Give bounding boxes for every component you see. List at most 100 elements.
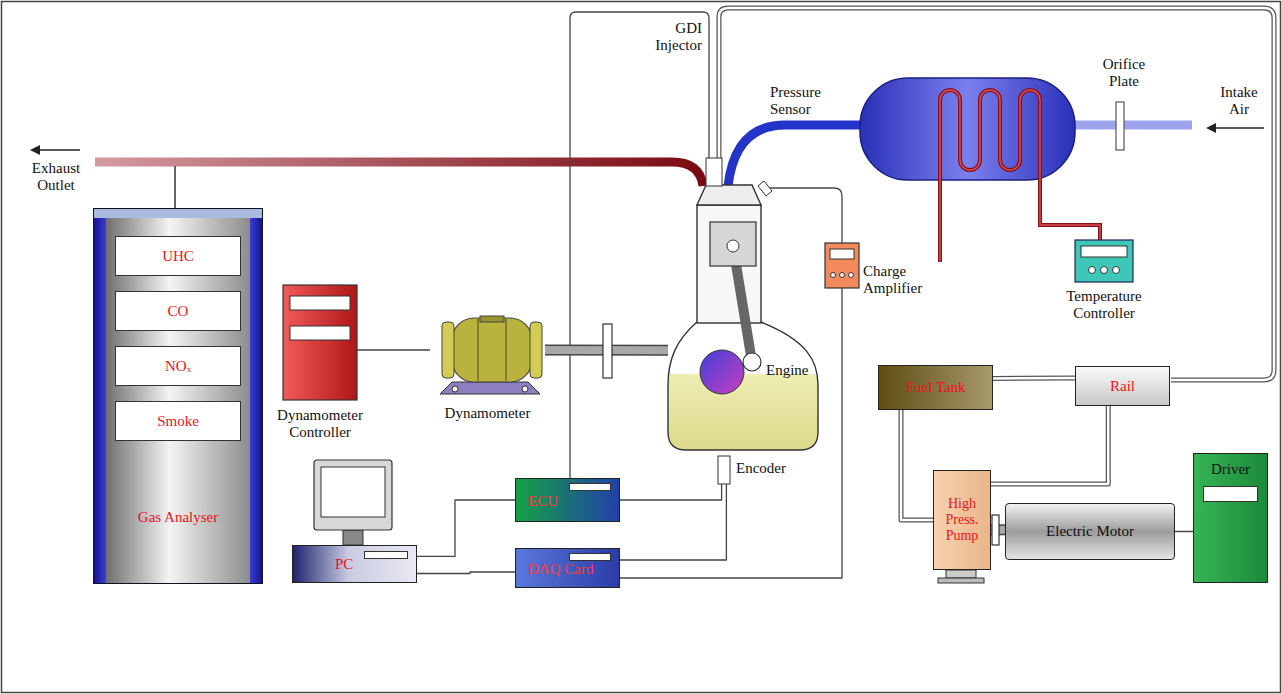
wire-stroke: [620, 484, 726, 560]
charge-amplifier-device: [825, 243, 859, 288]
pc-monitor-part: [343, 530, 363, 545]
dynamometer-device-part: [452, 318, 532, 382]
charge-amplifier-device-part: [831, 273, 836, 278]
node-label: Temperature Controller: [1055, 288, 1153, 322]
wire-stroke: [357, 349, 430, 350]
dev-box: Encoder: [718, 456, 730, 484]
engine-drawing-part: [700, 350, 744, 394]
gbox-box: Smoke: [115, 401, 241, 441]
driver-box: Driver: [1193, 453, 1268, 583]
motor-box: Electric Motor: [1005, 503, 1175, 560]
dynamometer-device-part: [522, 386, 528, 392]
node-label: ECU: [528, 493, 588, 510]
heater-vessel-part: [940, 90, 1100, 262]
part-label: Orifice Plate: [1092, 56, 1156, 90]
pipe-connector: [901, 410, 933, 520]
node-label: Dynamometer: [430, 405, 545, 422]
dynamometer-device-part: [506, 319, 507, 381]
temperature-controller-device-part: [1081, 246, 1127, 257]
dev-box: Dynamometer: [430, 305, 545, 395]
exhaust-pipe-part: [95, 162, 703, 186]
heater-vessel-part: [860, 78, 1075, 180]
node-label: Driver: [1194, 461, 1267, 478]
intake-arrow-part: [1214, 127, 1264, 128]
charge-amplifier-device-part: [825, 243, 859, 288]
shaft-coupling-part: [603, 324, 612, 378]
temperature-controller-device-part: [1075, 240, 1133, 282]
injector-wires-part: [719, 8, 1274, 380]
node-label: Electric Motor: [1044, 523, 1136, 540]
node-label: Encoder: [736, 460, 806, 477]
daq-box: DAQ Card: [515, 548, 620, 588]
wire-connector: [620, 484, 726, 560]
wire-stroke: [620, 484, 722, 500]
node-label: UHC: [160, 248, 196, 265]
engine-drawing-part: [710, 222, 756, 266]
dynamometer-device-part: [480, 316, 504, 322]
rail-box: Rail: [1075, 366, 1170, 406]
injector-wires: [570, 8, 1274, 478]
ga-box: UHC CO NOₓSmokeGas Analyser: [93, 208, 263, 584]
engine-drawing-part: [718, 456, 730, 484]
pipe-connector: [991, 406, 1108, 484]
wire-connector: [1175, 531, 1193, 532]
intake-pipe-part: [1073, 121, 1192, 130]
heater-vessel: [860, 78, 1100, 262]
charge-amplifier-device-part: [849, 273, 854, 278]
sensor-wire: [768, 188, 842, 243]
exhaust-arrow: [30, 145, 80, 155]
wire-connector: [357, 349, 430, 350]
engine-drawing-part: [697, 185, 761, 205]
shaft-coupling-part: [992, 515, 999, 545]
node-label: Engine: [766, 362, 818, 379]
dynamometer-device-part: [442, 322, 454, 378]
wire-connector: [417, 500, 515, 556]
node-label: Rail: [1108, 378, 1137, 395]
engine-drawing-part: [727, 240, 739, 252]
pipe-stroke: [901, 410, 933, 520]
part-label: Exhaust Outlet: [20, 160, 92, 194]
dynamometer-controller-device-part: [290, 326, 350, 340]
exhaust-pipe-part: [174, 166, 176, 208]
tank-box: Fuel Tank: [878, 365, 993, 410]
wire-stroke: [417, 572, 515, 574]
intake-pipe-part: [728, 125, 864, 186]
dev-box: Charge Amplifier: [825, 243, 859, 288]
node-label: DAQ Card: [528, 561, 613, 578]
engine-drawing: [668, 158, 818, 484]
dev-box: Engine: [668, 322, 818, 450]
temperature-controller-device-part: [1101, 267, 1108, 274]
gbox-box: CO: [115, 291, 241, 331]
dev-box: Dynamometer Controller: [283, 285, 357, 400]
pipe-stroke: [993, 376, 1075, 382]
part-label: Intake Air: [1210, 84, 1268, 118]
intake-arrow: [1206, 123, 1264, 133]
dynamometer-device-part: [452, 386, 458, 392]
dynamometer-controller-device-part: [283, 285, 357, 400]
engine-drawing-part: [743, 353, 761, 371]
wire-stroke: [417, 500, 515, 556]
pipe-stroke: [991, 406, 1108, 484]
temperature-controller-device: [1075, 240, 1133, 282]
gbox-box: NOₓ: [115, 346, 241, 386]
dynamometer-device-part: [478, 319, 479, 381]
engine-drawing-part: [697, 205, 761, 323]
node-label: NOₓ: [163, 358, 193, 375]
pipe-stroke: [901, 410, 933, 520]
node-label: High Press. Pump: [934, 496, 990, 543]
pump-stand: [938, 570, 984, 583]
temperature-controller-device-part: [1113, 267, 1120, 274]
node-label: Gas Analyser: [94, 509, 262, 526]
injector-wires-part: [719, 8, 1274, 380]
engine-drawing-part: [706, 158, 722, 186]
dev-box: Temperature Controller: [1075, 240, 1133, 282]
wire-connector: [620, 484, 722, 500]
pump-stand-part: [938, 578, 984, 583]
engine-drawing-part: [668, 322, 818, 450]
exhaust-pipe: [95, 162, 703, 208]
intake-arrow-part: [1206, 123, 1216, 133]
wire-connector: [620, 288, 842, 578]
pc-monitor-part: [314, 460, 392, 530]
